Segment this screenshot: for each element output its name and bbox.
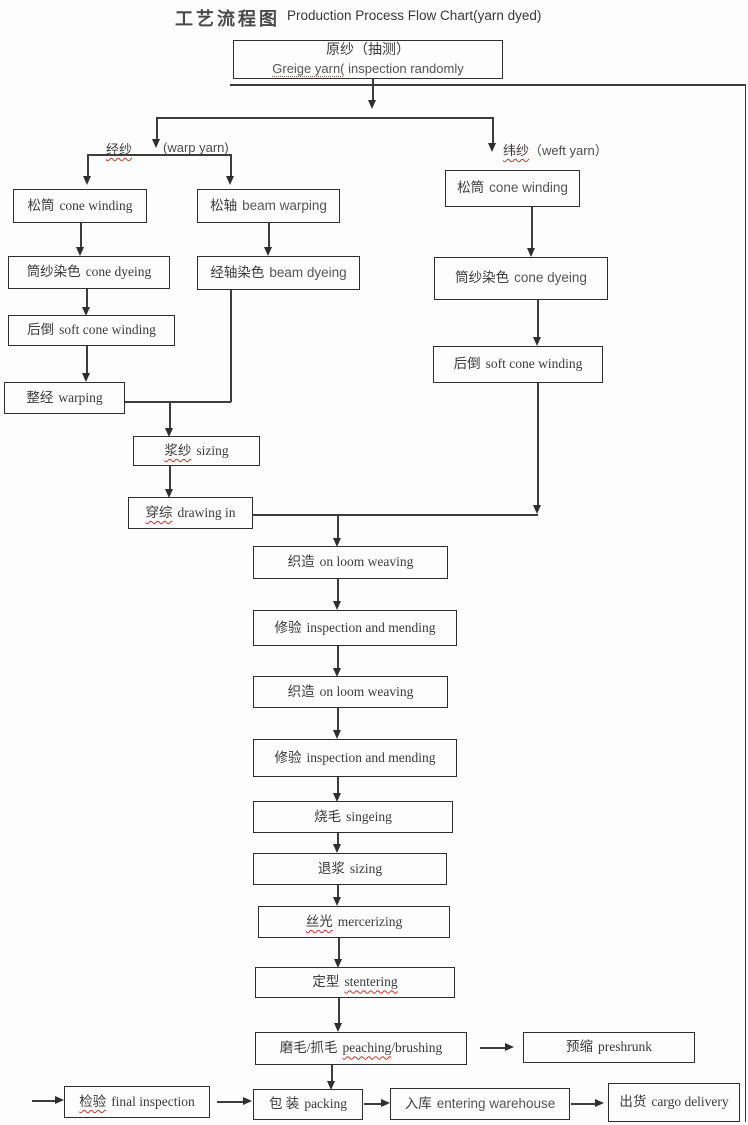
arrowhead <box>332 538 341 547</box>
arrowhead <box>532 505 541 514</box>
arrowhead <box>81 307 90 316</box>
arrowhead <box>332 668 341 677</box>
connector <box>537 300 539 337</box>
arrowhead <box>243 1097 252 1105</box>
arrowhead <box>332 601 341 610</box>
connector <box>331 1065 333 1081</box>
connector-warp-sub <box>87 154 231 156</box>
connector <box>337 885 339 897</box>
connector <box>230 154 232 176</box>
node-greige-yarn: 原纱（抽测） Greige yarn( inspection randomly <box>233 40 503 79</box>
connector <box>217 1101 243 1103</box>
connector <box>337 777 339 793</box>
arrowhead <box>225 176 234 185</box>
arrowhead <box>81 373 90 382</box>
connector <box>364 1103 381 1105</box>
connector-junction <box>253 514 538 516</box>
arrowhead <box>263 247 272 256</box>
arrowhead <box>151 139 160 148</box>
arrowhead <box>332 844 341 853</box>
connector-beam-dyeing-down <box>230 290 232 402</box>
connector-right-branch <box>230 84 746 86</box>
page-title-cn: 工艺流程图 <box>175 9 280 29</box>
connector <box>87 154 89 176</box>
connector <box>169 402 171 428</box>
label-weft-yarn: 纬纱（weft yarn） <box>503 143 608 158</box>
connector <box>337 833 339 844</box>
connector <box>338 938 340 959</box>
arrowhead <box>55 1096 64 1104</box>
arrowhead <box>381 1099 390 1107</box>
arrowhead <box>595 1099 604 1107</box>
connector <box>480 1047 505 1049</box>
arrowhead <box>332 730 341 739</box>
connector <box>337 646 339 668</box>
connector <box>268 223 270 247</box>
connector-top-drop <box>372 78 374 101</box>
connector <box>337 515 339 538</box>
connector <box>86 289 88 307</box>
connector-warp-drop <box>156 117 158 139</box>
arrowhead <box>505 1043 514 1051</box>
node-label-en: Greige yarn( inspection randomly <box>272 60 464 76</box>
connector-left-entry <box>32 1100 55 1102</box>
connector-weft-long <box>537 383 539 505</box>
arrowhead <box>487 143 496 152</box>
arrowhead <box>367 100 376 109</box>
connector <box>337 579 339 601</box>
connector <box>531 207 533 248</box>
node-label-cn: 原纱（抽测） <box>326 42 410 58</box>
connector <box>86 346 88 373</box>
arrowhead <box>333 1023 342 1032</box>
arrowhead <box>526 248 535 257</box>
arrowhead <box>332 793 341 802</box>
connector <box>337 708 339 730</box>
arrowhead <box>332 897 341 906</box>
arrowhead <box>532 337 541 346</box>
connector <box>338 998 340 1023</box>
page-title-en: Production Process Flow Chart(yarn dyed) <box>287 8 542 23</box>
connector-split <box>156 117 493 119</box>
arrowhead <box>82 176 91 185</box>
arrowhead <box>75 247 84 256</box>
connector <box>169 466 171 489</box>
connector-weft-drop <box>492 117 494 143</box>
label-warp-yarn: 经纱 <box>106 142 133 157</box>
node-peaching-brushing: 磨毛/抓毛 peaching/brushing <box>255 1032 467 1065</box>
connector-right-edge <box>744 84 746 1122</box>
connector <box>571 1103 595 1105</box>
connector <box>80 223 82 247</box>
arrowhead <box>333 959 342 968</box>
connector-merge <box>125 401 231 403</box>
label-warp-yarn-en: (warp yarn) <box>163 140 229 155</box>
arrowhead <box>326 1081 335 1090</box>
arrowhead <box>164 489 173 498</box>
arrowhead <box>164 428 173 437</box>
node-label-en: peaching/brushing <box>342 1040 443 1056</box>
